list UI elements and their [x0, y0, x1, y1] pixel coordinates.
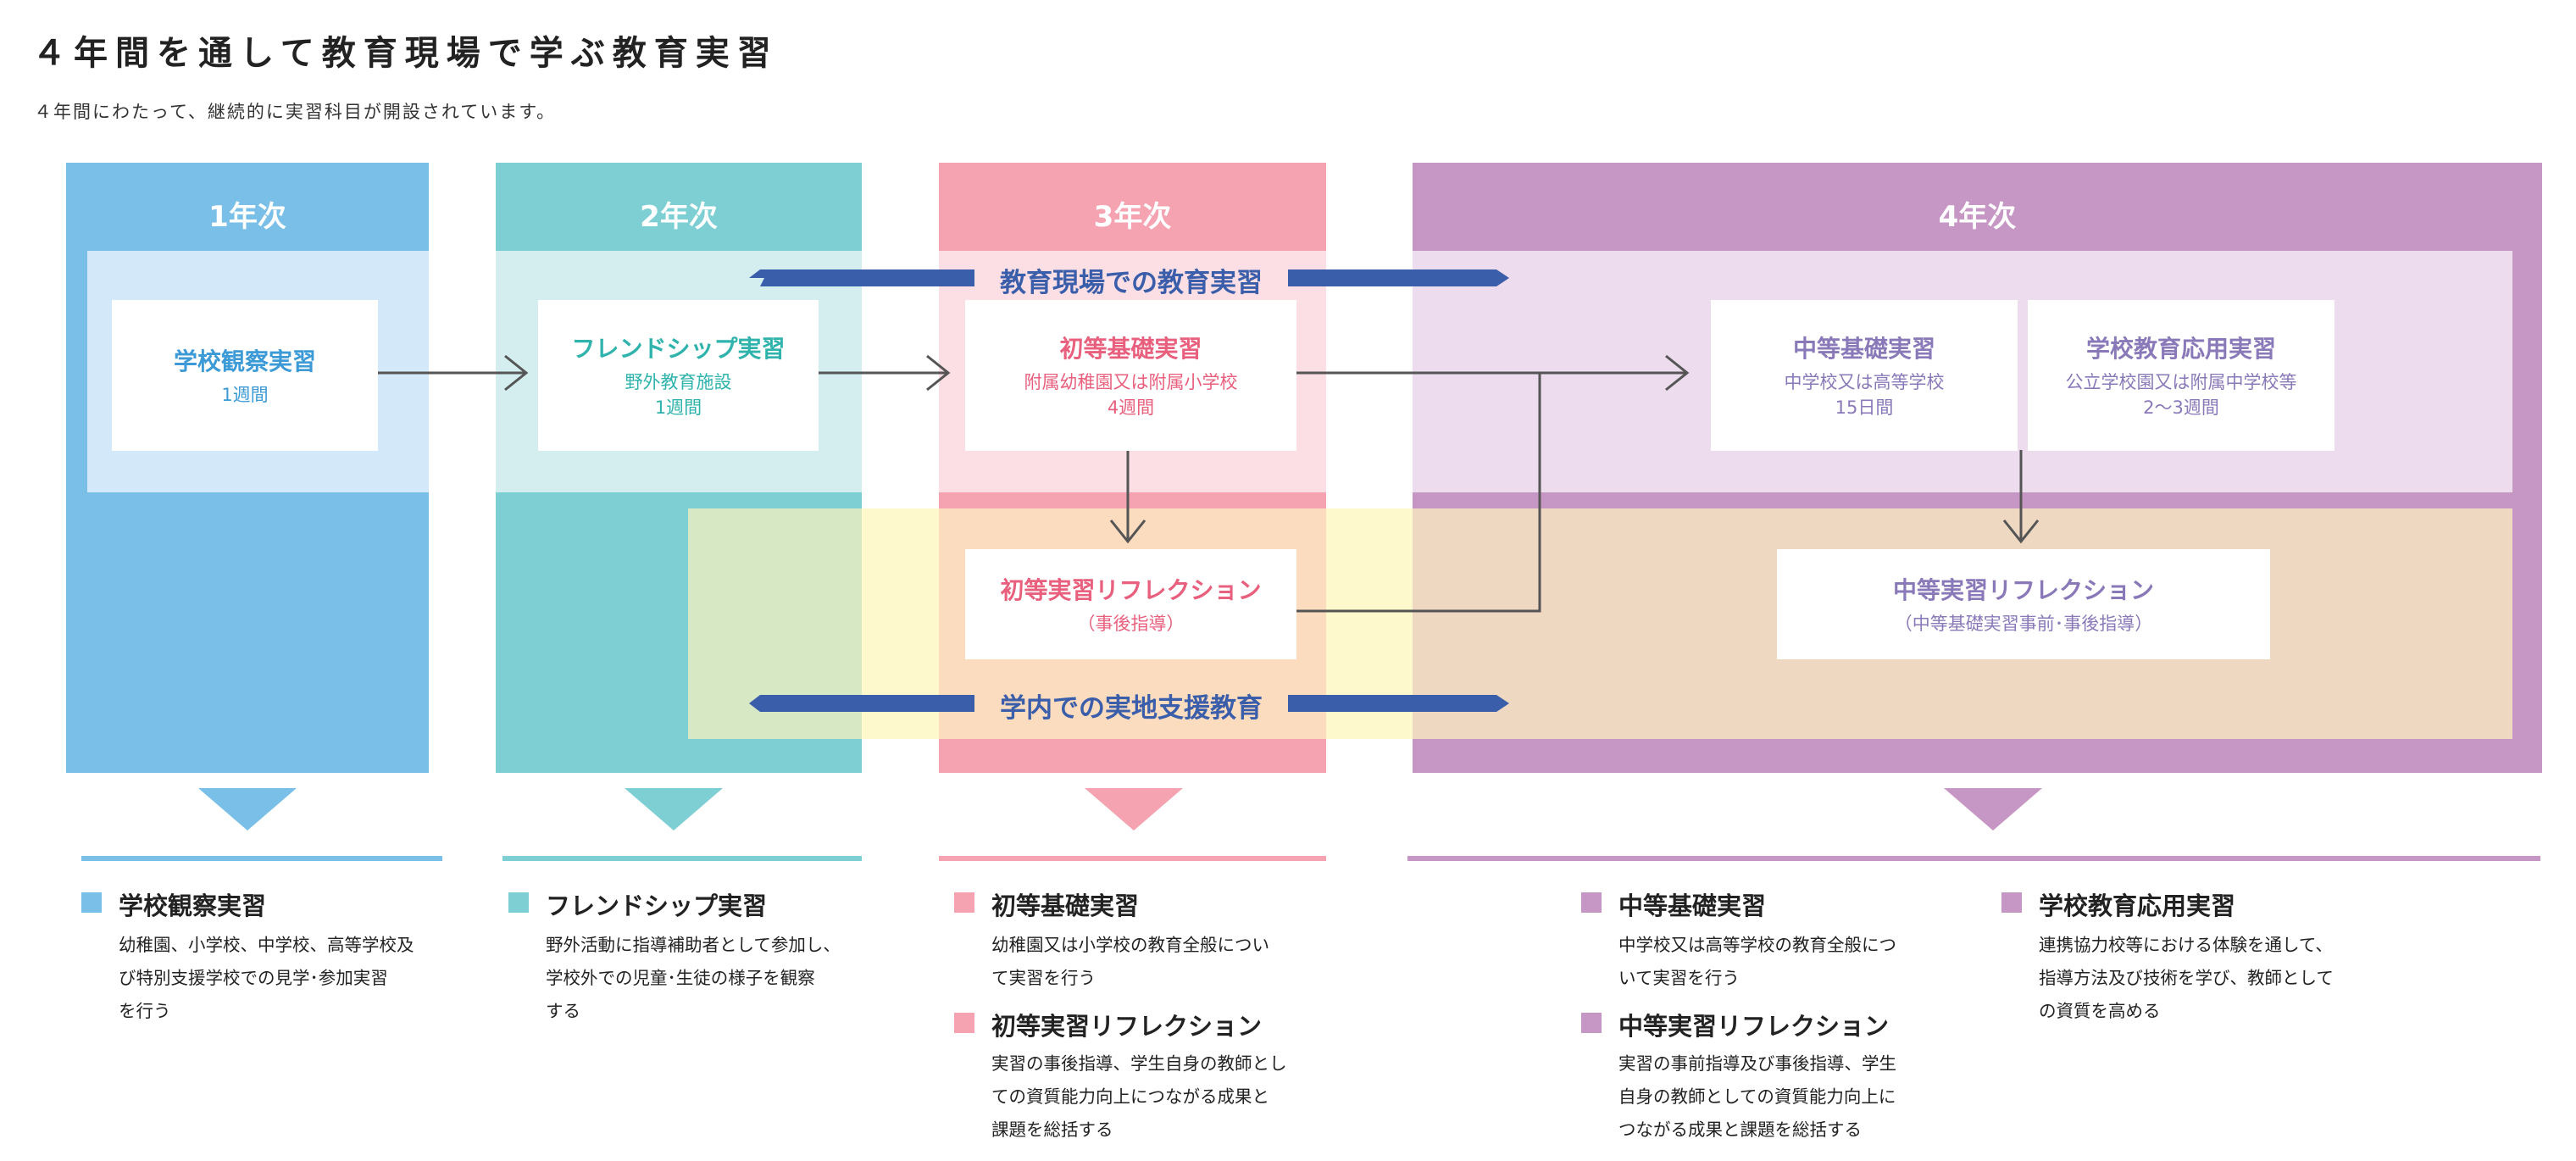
card-place: 公立学校園又は附属中学校等 [2065, 372, 2297, 392]
year2-label: 2年次 [640, 200, 718, 234]
detail-line: 幼稚園又は小学校の教育全般につい [991, 935, 1269, 955]
card-title: フレンドシップ実習 [571, 335, 786, 363]
card-friendship: フレンドシップ実習 野外教育施設 1週間 [538, 300, 819, 451]
detail-line: する [546, 1001, 580, 1021]
square-bullet-icon [954, 892, 974, 913]
detail-mid-reflection-text: 実習の事前指導及び事後指導、学生 自身の教師としての資質能力向上に つながる成果… [1618, 1047, 1896, 1147]
detail-elem-basic-title: 初等基礎実習 [954, 886, 1139, 922]
card-applied-practice: 学校教育応用実習 公立学校園又は附属中学校等 2〜3週間 [2028, 300, 2334, 451]
field-bar-label: 教育現場での教育実習 [1000, 268, 1263, 298]
square-bullet-icon [2001, 892, 2022, 913]
card-place: 中学校又は高等学校 [1784, 372, 1945, 392]
detail-line: 課題を総括する [991, 1119, 1113, 1140]
card-school-observation: 学校観察実習 1週間 [112, 300, 378, 451]
detail-line: 指導方法及び技術を学び、教師として [2039, 968, 2334, 988]
square-bullet-icon [508, 892, 529, 913]
detail-title-text: フレンドシップ実習 [546, 892, 768, 920]
card-secondary-reflection: 中等実習リフレクション （中等基礎実習事前･事後指導） [1777, 549, 2270, 659]
card-duration: 1週間 [654, 397, 702, 418]
card-title: 初等実習リフレクション [1000, 576, 1262, 604]
square-bullet-icon [1581, 892, 1602, 913]
card-elementary-basic: 初等基礎実習 附属幼稚園又は附属小学校 4週間 [965, 300, 1296, 451]
year2-down-triangle [625, 788, 723, 830]
detail-line: 自身の教師としての資質能力向上に [1618, 1086, 1896, 1107]
card-title: 初等基礎実習 [1059, 335, 1202, 363]
campus-bar-right [1288, 695, 1509, 712]
detail-line: 幼稚園、小学校、中学校、高等学校及 [119, 935, 414, 955]
detail-elem-reflection-title: 初等実習リフレクション [954, 1007, 1262, 1042]
year3-divider [939, 856, 1326, 861]
year3-label: 3年次 [1093, 200, 1172, 234]
detail-title-text: 初等基礎実習 [991, 892, 1140, 920]
year4-divider [1407, 856, 2540, 861]
card-title: 学校観察実習 [173, 347, 316, 375]
detail-title-text: 中等基礎実習 [1618, 892, 1767, 920]
year4-label: 4年次 [1938, 200, 2017, 234]
detail-mid-reflection-title: 中等実習リフレクション [1581, 1007, 1889, 1042]
detail-friendship-title: フレンドシップ実習 [508, 886, 767, 922]
year4-down-triangle [1944, 788, 2042, 830]
detail-applied-text: 連携協力校等における体験を通して、 指導方法及び技術を学び、教師として の資質を… [2039, 929, 2334, 1028]
detail-elem-reflection-text: 実習の事後指導、学生自身の教師とし ての資質能力向上につながる成果と 課題を総括… [991, 1047, 1287, 1147]
detail-line: ての資質能力向上につながる成果と [991, 1086, 1269, 1107]
detail-line: て実習を行う [991, 968, 1096, 988]
card-duration: 2〜3週間 [2143, 397, 2219, 418]
card-secondary-basic: 中等基礎実習 中学校又は高等学校 15日間 [1711, 300, 2018, 451]
detail-line: いて実習を行う [1618, 968, 1740, 988]
detail-line: つながる成果と課題を総括する [1618, 1119, 1862, 1140]
card-note: （事後指導） [1077, 614, 1185, 634]
detail-line: 連携協力校等における体験を通して、 [2039, 935, 2333, 955]
page-title: ４年間を通して教育現場で学ぶ教育実習 [32, 34, 779, 73]
card-duration: 15日間 [1835, 397, 1894, 418]
card-duration: 1週間 [221, 385, 269, 405]
detail-title-text: 中等実習リフレクション [1618, 1012, 1890, 1041]
card-place: 附属幼稚園又は附属小学校 [1024, 372, 1238, 392]
year1-divider [81, 856, 442, 861]
detail-observation-title: 学校観察実習 [81, 886, 266, 922]
detail-elem-basic-text: 幼稚園又は小学校の教育全般につい て実習を行う [991, 929, 1269, 995]
arrowhead-elem-basic-to-reflection [1109, 519, 1146, 544]
campus-bar-left [749, 695, 974, 712]
detail-line: 野外活動に指導補助者として参加し、 [546, 935, 841, 955]
card-title: 中等基礎実習 [1792, 335, 1935, 363]
year1-label: 1年次 [208, 200, 286, 234]
square-bullet-icon [1581, 1013, 1602, 1033]
card-title: 学校教育応用実習 [2085, 335, 2276, 363]
detail-line: 実習の事前指導及び事後指導、学生 [1618, 1053, 1896, 1074]
detail-line: の資質を高める [2039, 1001, 2161, 1021]
detail-line: び特別支援学校での見学･参加実習 [119, 968, 388, 988]
arrowhead-year1-to-year2 [504, 354, 529, 392]
detail-line: 実習の事後指導、学生自身の教師とし [991, 1053, 1287, 1074]
arrowhead-year3-to-year4 [1665, 354, 1690, 392]
square-bullet-icon [81, 892, 102, 913]
detail-applied-title: 学校教育応用実習 [2001, 886, 2235, 922]
detail-title-text: 学校教育応用実習 [2039, 892, 2236, 920]
card-title: 中等実習リフレクション [1892, 576, 2154, 604]
card-note: （中等基礎実習事前･事後指導） [1894, 614, 2153, 634]
detail-observation-text: 幼稚園、小学校、中学校、高等学校及 び特別支援学校での見学･参加実習 を行う [119, 929, 414, 1028]
detail-line: を行う [119, 1001, 171, 1021]
detail-title-text: 初等実習リフレクション [991, 1012, 1263, 1041]
connector-reflection-to-mid [1296, 373, 1541, 613]
field-bar-right [1288, 269, 1509, 286]
detail-friendship-text: 野外活動に指導補助者として参加し、 学校外での児童･生徒の様子を観察 する [546, 929, 841, 1028]
field-bar-left [749, 269, 974, 286]
detail-title-text: 学校観察実習 [119, 892, 267, 920]
arrowhead-mid-basic-to-reflection [2002, 519, 2040, 544]
square-bullet-icon [954, 1013, 974, 1033]
card-duration: 4週間 [1107, 397, 1155, 418]
detail-line: 学校外での児童･生徒の様子を観察 [546, 968, 815, 988]
detail-line: 中学校又は高等学校の教育全般につ [1618, 935, 1896, 955]
year2-divider [502, 856, 862, 861]
year1-down-triangle [198, 788, 297, 830]
detail-mid-basic-title: 中等基礎実習 [1581, 886, 1766, 922]
detail-mid-basic-text: 中学校又は高等学校の教育全般につ いて実習を行う [1618, 929, 1896, 995]
arrowhead-year2-to-year3 [926, 354, 951, 392]
campus-bar-label: 学内での実地支援教育 [1000, 693, 1263, 724]
card-elementary-reflection: 初等実習リフレクション （事後指導） [965, 549, 1296, 659]
page-subtitle: ４年間にわたって、継続的に実習科目が開設されています。 [34, 102, 557, 122]
card-place: 野外教育施設 [625, 372, 732, 392]
year3-down-triangle [1085, 788, 1183, 830]
